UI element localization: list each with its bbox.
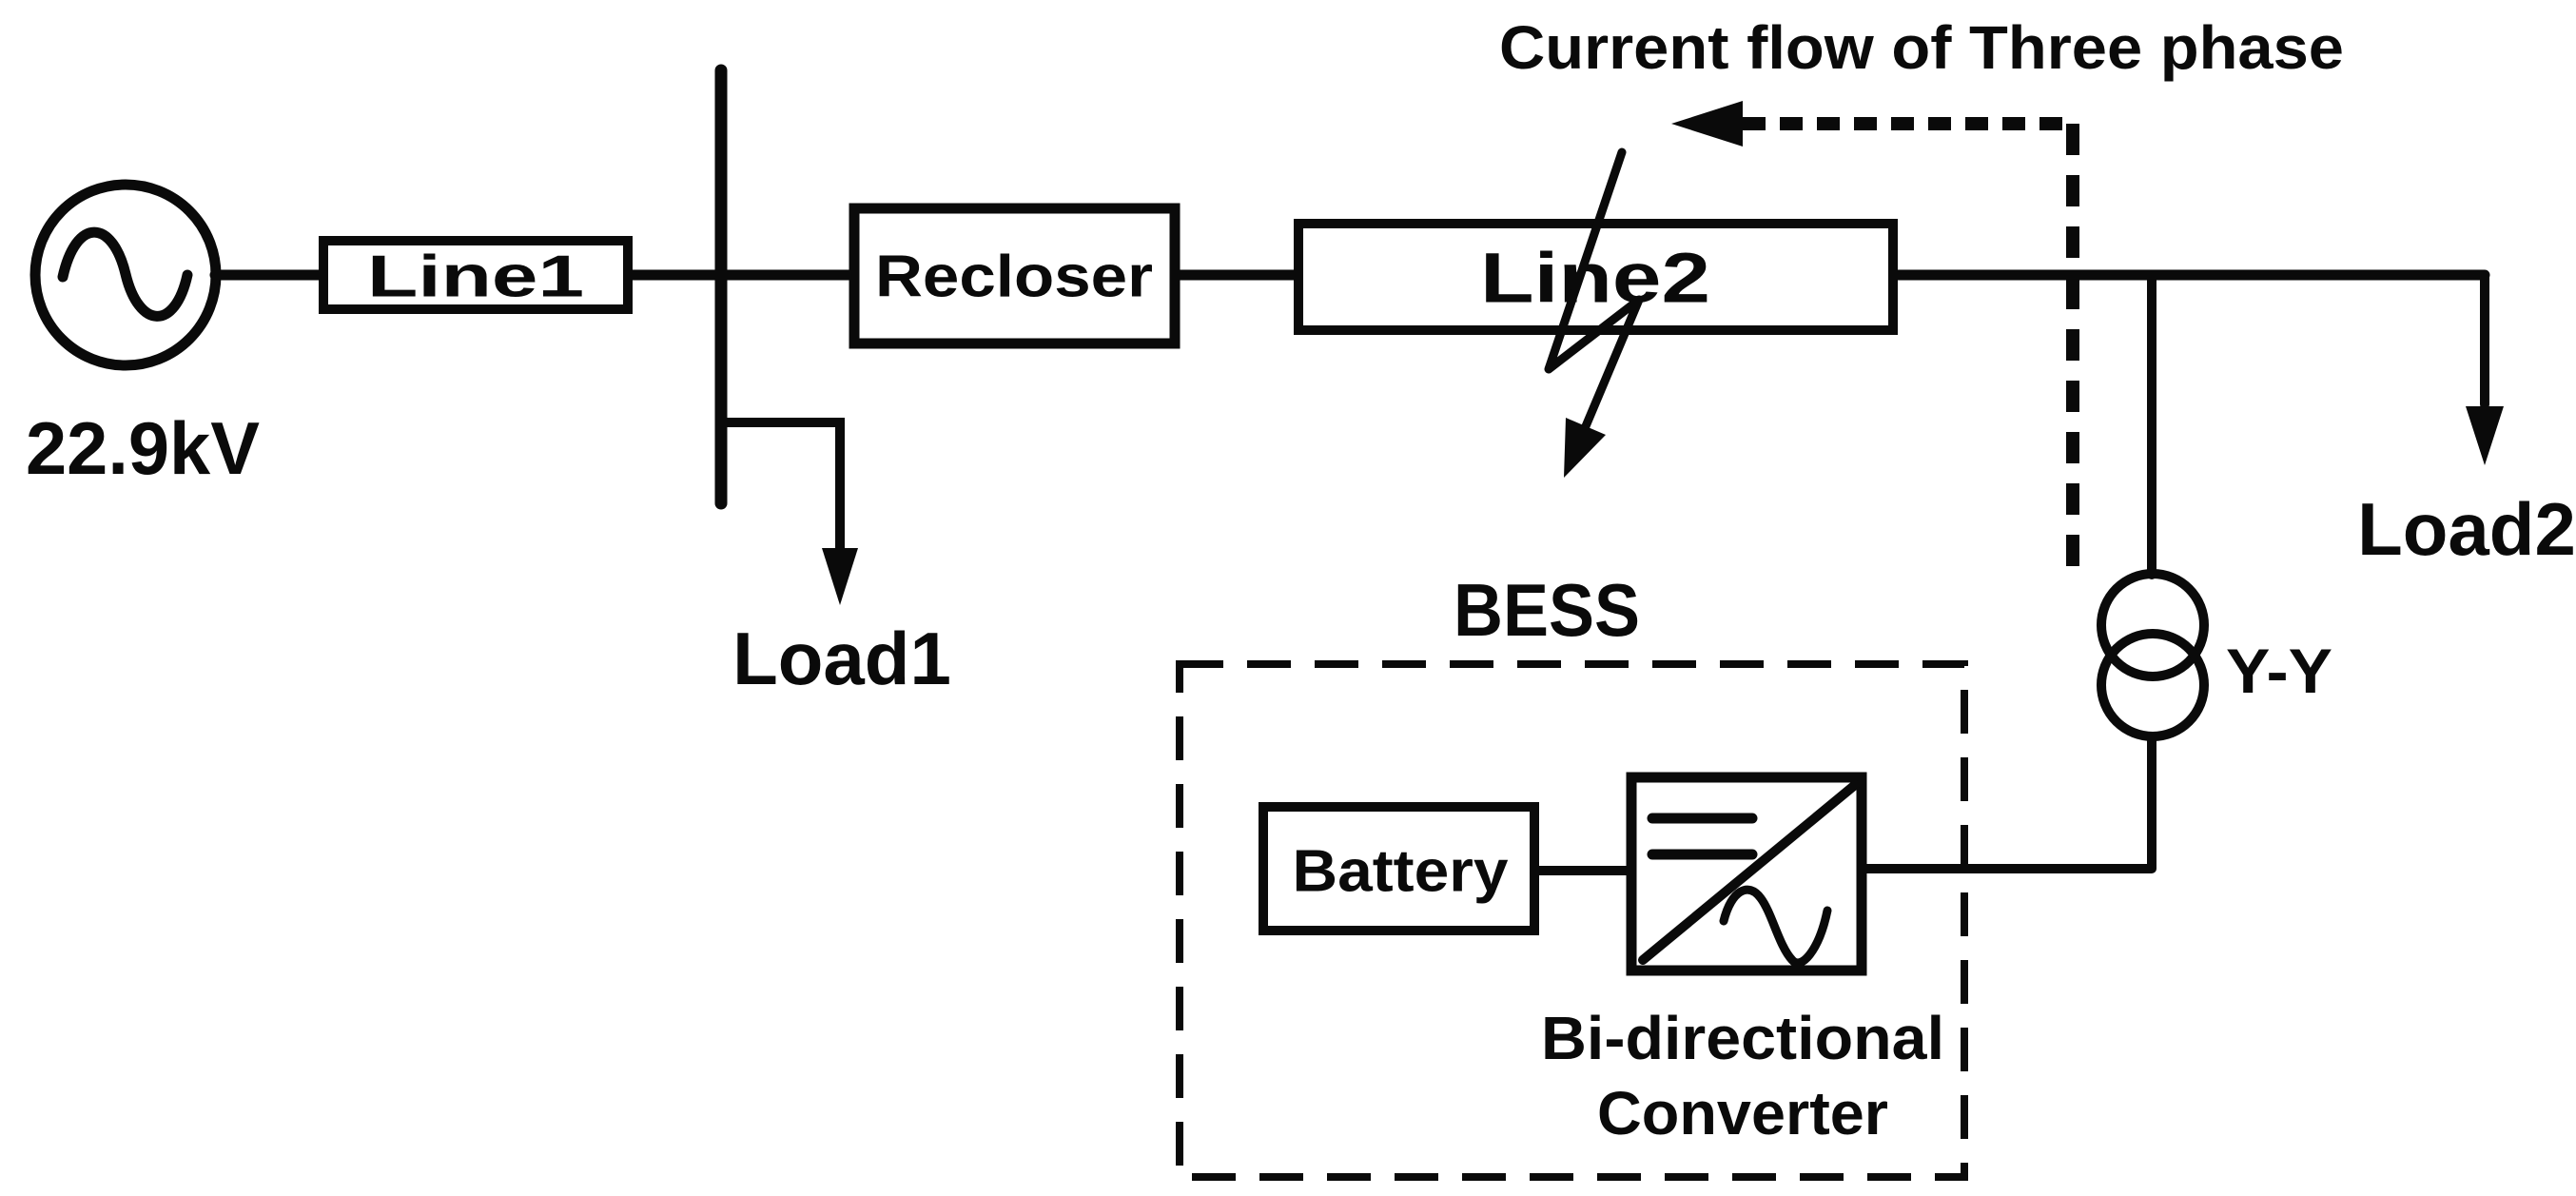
bess-dashed-box [1176,660,1968,1181]
current-flow-arrowhead-icon [1671,101,1743,147]
converter-label-line1: Bi-directional [1541,1004,1944,1072]
line1-label: Line1 [367,245,584,310]
ac-sine-wave-icon [57,226,193,322]
bess-label: BESS [1454,568,1640,652]
recloser-label: Recloser [875,245,1153,310]
converter-diagonal-icon [1638,780,1860,965]
bus-and-load1: Load1 [714,64,951,700]
current-flow-label: Current flow of Three phase [1499,13,2344,82]
converter-label-line2: Converter [1597,1079,1888,1147]
recloser-box [849,203,1181,349]
converter-ac-sine-icon [1719,885,1832,968]
load2-label: Load2 [2357,487,2576,571]
battery-label: Battery [1293,839,1510,905]
fault-arrowhead-icon [1564,418,1606,478]
recloser-block: Recloser [849,203,1181,349]
line1-block: Line1 [319,236,633,314]
bidirectional-converter-icon [1626,772,1867,976]
yy-transformer: Y-Y [1857,270,2332,873]
line1-box [319,236,633,314]
transformer-primary-circle-icon [2097,569,2209,681]
transformer-to-converter-line [1857,732,2156,873]
fault-symbol [1544,147,1644,478]
bess-enclosure: BESS Battery Bi-directional Converter [1176,568,1968,1181]
load1-label: Load1 [732,617,951,700]
fault-lightning-icon [1544,147,1644,431]
line2-label: Line2 [1480,239,1710,318]
load2-branch: Load2 [2357,270,2576,571]
transformer-secondary-circle-icon [2097,629,2209,741]
load1-arrow-icon [822,548,858,605]
transformer-label: Y-Y [2226,636,2332,706]
load1-tap-line [716,418,845,555]
current-flow-annotation: Current flow of Three phase [1499,13,2344,571]
source-voltage-label: 22.9kV [26,406,260,490]
load2-arrow-icon [2466,406,2504,465]
ac-source: 22.9kV [26,179,260,490]
